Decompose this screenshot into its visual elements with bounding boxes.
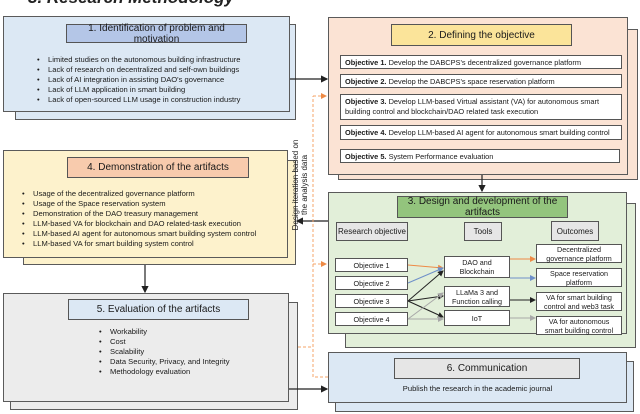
objective-text: System Performance evaluation bbox=[388, 152, 494, 161]
feedback-loop bbox=[298, 96, 314, 348]
stage-5-heading: 5. Evaluation of the artifacts bbox=[68, 299, 249, 320]
list-item: Lack of research on decentralized and se… bbox=[37, 65, 241, 75]
link-obj2-dao bbox=[407, 267, 444, 284]
stage-5-list: Workability Cost Scalability Data Securi… bbox=[99, 327, 230, 377]
objective-1: Objective 1. Develop the DABCPS's decent… bbox=[340, 55, 622, 69]
objective-label: Objective 5. bbox=[345, 152, 387, 161]
list-item: Demonstration of the DAO treasury manage… bbox=[22, 209, 256, 219]
stage-6-heading: 6. Communication bbox=[394, 358, 580, 379]
research-objective-1: Objective 1 bbox=[335, 258, 408, 272]
list-item: Methodology evaluation bbox=[99, 367, 230, 377]
link-obj1-dao bbox=[407, 264, 444, 271]
objective-4: Objective 4. Develop LLM-based AI agent … bbox=[340, 125, 622, 140]
list-item: Data Security, Privacy, and Integrity bbox=[99, 357, 230, 367]
column-research-objective: Research objective bbox=[336, 222, 408, 241]
stage-2-heading: 2. Defining the objective bbox=[391, 24, 572, 46]
tool-llama-function-calling: LLaMa 3 and Function calling bbox=[444, 286, 510, 307]
column-tools: Tools bbox=[464, 222, 502, 241]
page-title: 3. Research Methodology bbox=[28, 0, 234, 8]
research-objective-4: Objective 4 bbox=[335, 312, 408, 326]
stage-4-list: Usage of the decentralized governance pl… bbox=[22, 189, 256, 249]
stage-4-heading: 4. Demonstration of the artifacts bbox=[67, 157, 249, 178]
stage-1-heading: 1. Identification of problem and motivat… bbox=[66, 23, 247, 45]
outcome-governance-platform: Decentralized governance platform bbox=[536, 244, 622, 263]
objective-5: Objective 5. System Performance evaluati… bbox=[340, 149, 620, 163]
stage-6-box: 6. Communication Publish the research in… bbox=[328, 352, 627, 403]
objective-2: Objective 2. Develop the DABCPS's space … bbox=[340, 74, 622, 88]
stage-3-heading: 3. Design and development of the artifac… bbox=[397, 196, 568, 218]
objective-text: Develop LLM-based Virtual assistant (VA)… bbox=[345, 97, 600, 116]
list-item: Workability bbox=[99, 327, 230, 337]
research-objective-2: Objective 2 bbox=[335, 276, 408, 290]
list-item: LLM-based VA for smart building system c… bbox=[22, 239, 256, 249]
outcome-va-autonomous-control: VA for autonomous smart building control bbox=[536, 316, 622, 335]
list-item: LLM-based AI agent for autonomous smart … bbox=[22, 229, 256, 239]
stage-1-box: 1. Identification of problem and motivat… bbox=[3, 16, 290, 112]
link-obj4-llama bbox=[407, 292, 444, 320]
objective-text: Develop the DABCPS's space reservation p… bbox=[388, 77, 555, 86]
list-item: Scalability bbox=[99, 347, 230, 357]
objective-text: Develop LLM-based AI agent for autonomou… bbox=[388, 128, 610, 137]
list-item: LLM-based VA for blockchain and DAO rela… bbox=[22, 219, 256, 229]
objective-text: Develop the DABCPS's decentralized gover… bbox=[388, 58, 582, 67]
list-item: Usage of the decentralized governance pl… bbox=[22, 189, 256, 199]
feedback-from-6 bbox=[312, 347, 328, 378]
objective-label: Objective 4. bbox=[345, 128, 387, 137]
tool-iot: IoT bbox=[444, 310, 510, 326]
outcome-space-reservation: Space reservation platform bbox=[536, 268, 622, 287]
objective-label: Objective 3. bbox=[345, 97, 387, 106]
objective-label: Objective 2. bbox=[345, 77, 387, 86]
list-item: Lack of open-sourced LLM usage in constr… bbox=[37, 95, 241, 105]
link-obj3-iot bbox=[407, 300, 444, 318]
objective-label: Objective 1. bbox=[345, 58, 387, 67]
stage-1-list: Limited studies on the autonomous buildi… bbox=[37, 55, 241, 105]
objective-3: Objective 3. Develop LLM-based Virtual a… bbox=[340, 94, 622, 120]
link-obj3-dao bbox=[407, 270, 444, 302]
stage-5-box: 5. Evaluation of the artifacts Workabili… bbox=[3, 293, 289, 402]
list-item: Usage of the Space reservation system bbox=[22, 199, 256, 209]
research-objective-3: Objective 3 bbox=[335, 294, 408, 308]
tool-dao-blockchain: DAO and Blockchain bbox=[444, 256, 510, 278]
outcome-va-smart-building-web3: VA for smart building control and web3 t… bbox=[536, 292, 622, 311]
column-outcomes: Outcomes bbox=[551, 221, 599, 241]
list-item: Cost bbox=[99, 337, 230, 347]
stage-4-box: 4. Demonstration of the artifacts Usage … bbox=[3, 150, 288, 258]
stage-6-text: Publish the research in the academic jou… bbox=[402, 384, 553, 393]
list-item: Lack of AI integration in assisting DAO'… bbox=[37, 75, 241, 85]
list-item: Limited studies on the autonomous buildi… bbox=[37, 55, 241, 65]
list-item: Lack of LLM application in smart buildin… bbox=[37, 85, 241, 95]
